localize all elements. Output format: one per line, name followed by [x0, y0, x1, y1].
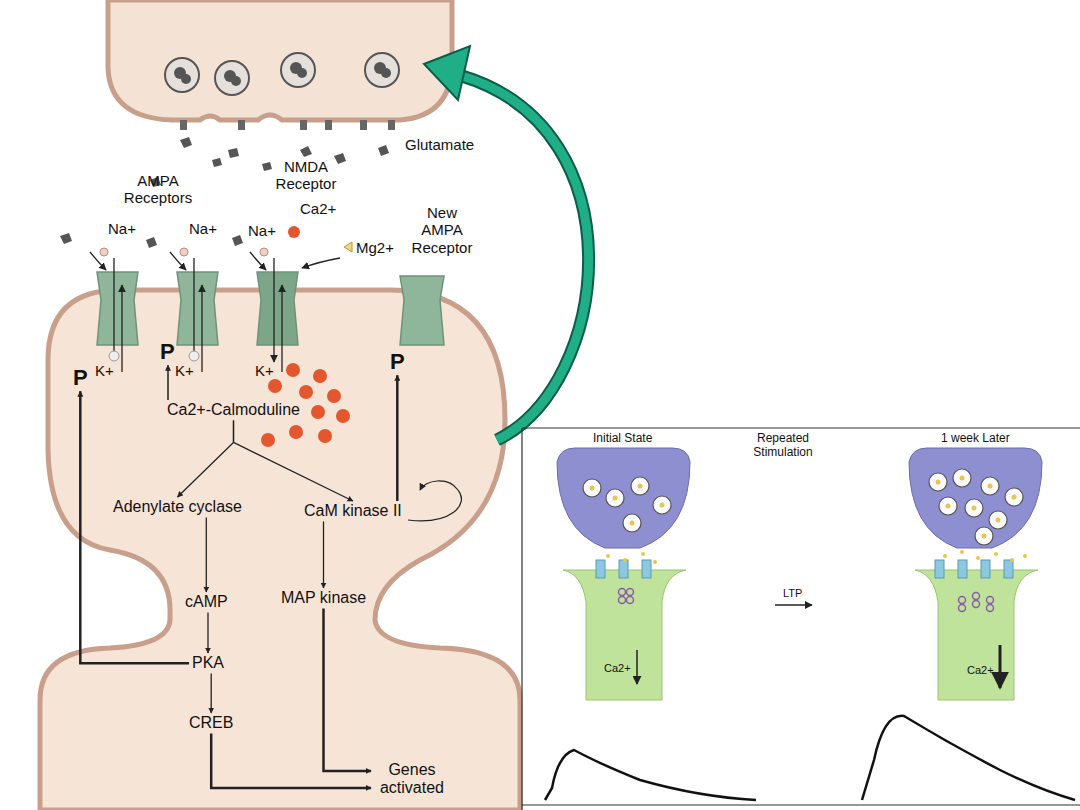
node-text: cAMP — [185, 593, 228, 611]
text-label: LTP — [783, 587, 802, 600]
pathway-arrow — [207, 612, 208, 653]
pathway-step: Adenylate cyclase — [110, 497, 245, 517]
vesicle-content — [174, 62, 391, 86]
ion-flow-arrows — [90, 252, 340, 372]
pathway-arrow — [234, 420, 353, 501]
pathway-step: CaM kinase II — [301, 501, 405, 521]
node-text: Genes activated — [374, 761, 450, 798]
pathway-arrow — [211, 733, 371, 788]
node-text: P — [73, 365, 88, 390]
pathway-arrow — [323, 521, 324, 588]
ltp-panel — [522, 428, 1080, 810]
text-label: Glutamate — [405, 136, 474, 153]
text-label: Ca2+ — [604, 662, 631, 675]
text-label: 1 week Later — [941, 432, 1010, 446]
pathway-step: PKA — [189, 653, 227, 673]
receptors — [97, 272, 444, 345]
text-label: K+ — [175, 362, 194, 379]
node-text: Ca2+-Calmoduline — [167, 401, 300, 419]
pathway-arrow — [206, 517, 207, 592]
pathway-step: Ca2+-Calmoduline — [164, 400, 303, 420]
pathway-step: Genes activated — [371, 760, 453, 799]
presynaptic-terminal — [108, 0, 452, 120]
glutamate-molecules — [60, 137, 389, 248]
pathway-arrow — [178, 420, 234, 497]
text-label: New AMPA Receptor — [405, 204, 479, 256]
phosphate-mark: P — [70, 364, 91, 391]
text-label: Initial State — [593, 432, 652, 446]
node-text: MAP kinase — [281, 589, 366, 607]
pathway-arrow — [80, 391, 189, 663]
text-label: Mg2+ — [356, 239, 394, 256]
text-label: Na+ — [248, 222, 276, 239]
node-text: P — [390, 349, 405, 374]
node-text: Adenylate cyclase — [113, 498, 242, 516]
node-text: PKA — [192, 654, 224, 672]
text-label: K+ — [255, 362, 274, 379]
vesicles — [165, 53, 399, 95]
postsynaptic-spine — [40, 290, 520, 810]
text-label: AMPA Receptors — [116, 172, 200, 207]
pathway-arrow — [324, 608, 372, 771]
phosphate-mark: P — [157, 338, 178, 365]
text-label: Ca2+ — [967, 664, 994, 677]
active-zones — [180, 120, 395, 130]
pathway-step: CREB — [186, 713, 236, 733]
pathway-arrow — [167, 365, 169, 400]
text-label: Na+ — [108, 220, 136, 237]
text-label: NMDA Receptor — [268, 158, 344, 193]
text-label: K+ — [95, 362, 114, 379]
pathway-arrow — [396, 375, 399, 501]
node-text: CREB — [189, 714, 233, 732]
phosphate-mark: P — [387, 348, 408, 375]
node-text: P — [160, 339, 175, 364]
autophosphorylation-loop — [408, 481, 461, 521]
pathway-arrow — [211, 673, 212, 713]
pathway-step: MAP kinase — [278, 588, 369, 608]
node-text: CaM kinase II — [304, 502, 402, 520]
ions — [100, 226, 352, 361]
text-label: Ca2+ — [300, 200, 336, 217]
text-label: Repeated Stimulation — [743, 432, 823, 460]
pathway-step: cAMP — [182, 592, 231, 612]
text-label: Na+ — [189, 220, 217, 237]
